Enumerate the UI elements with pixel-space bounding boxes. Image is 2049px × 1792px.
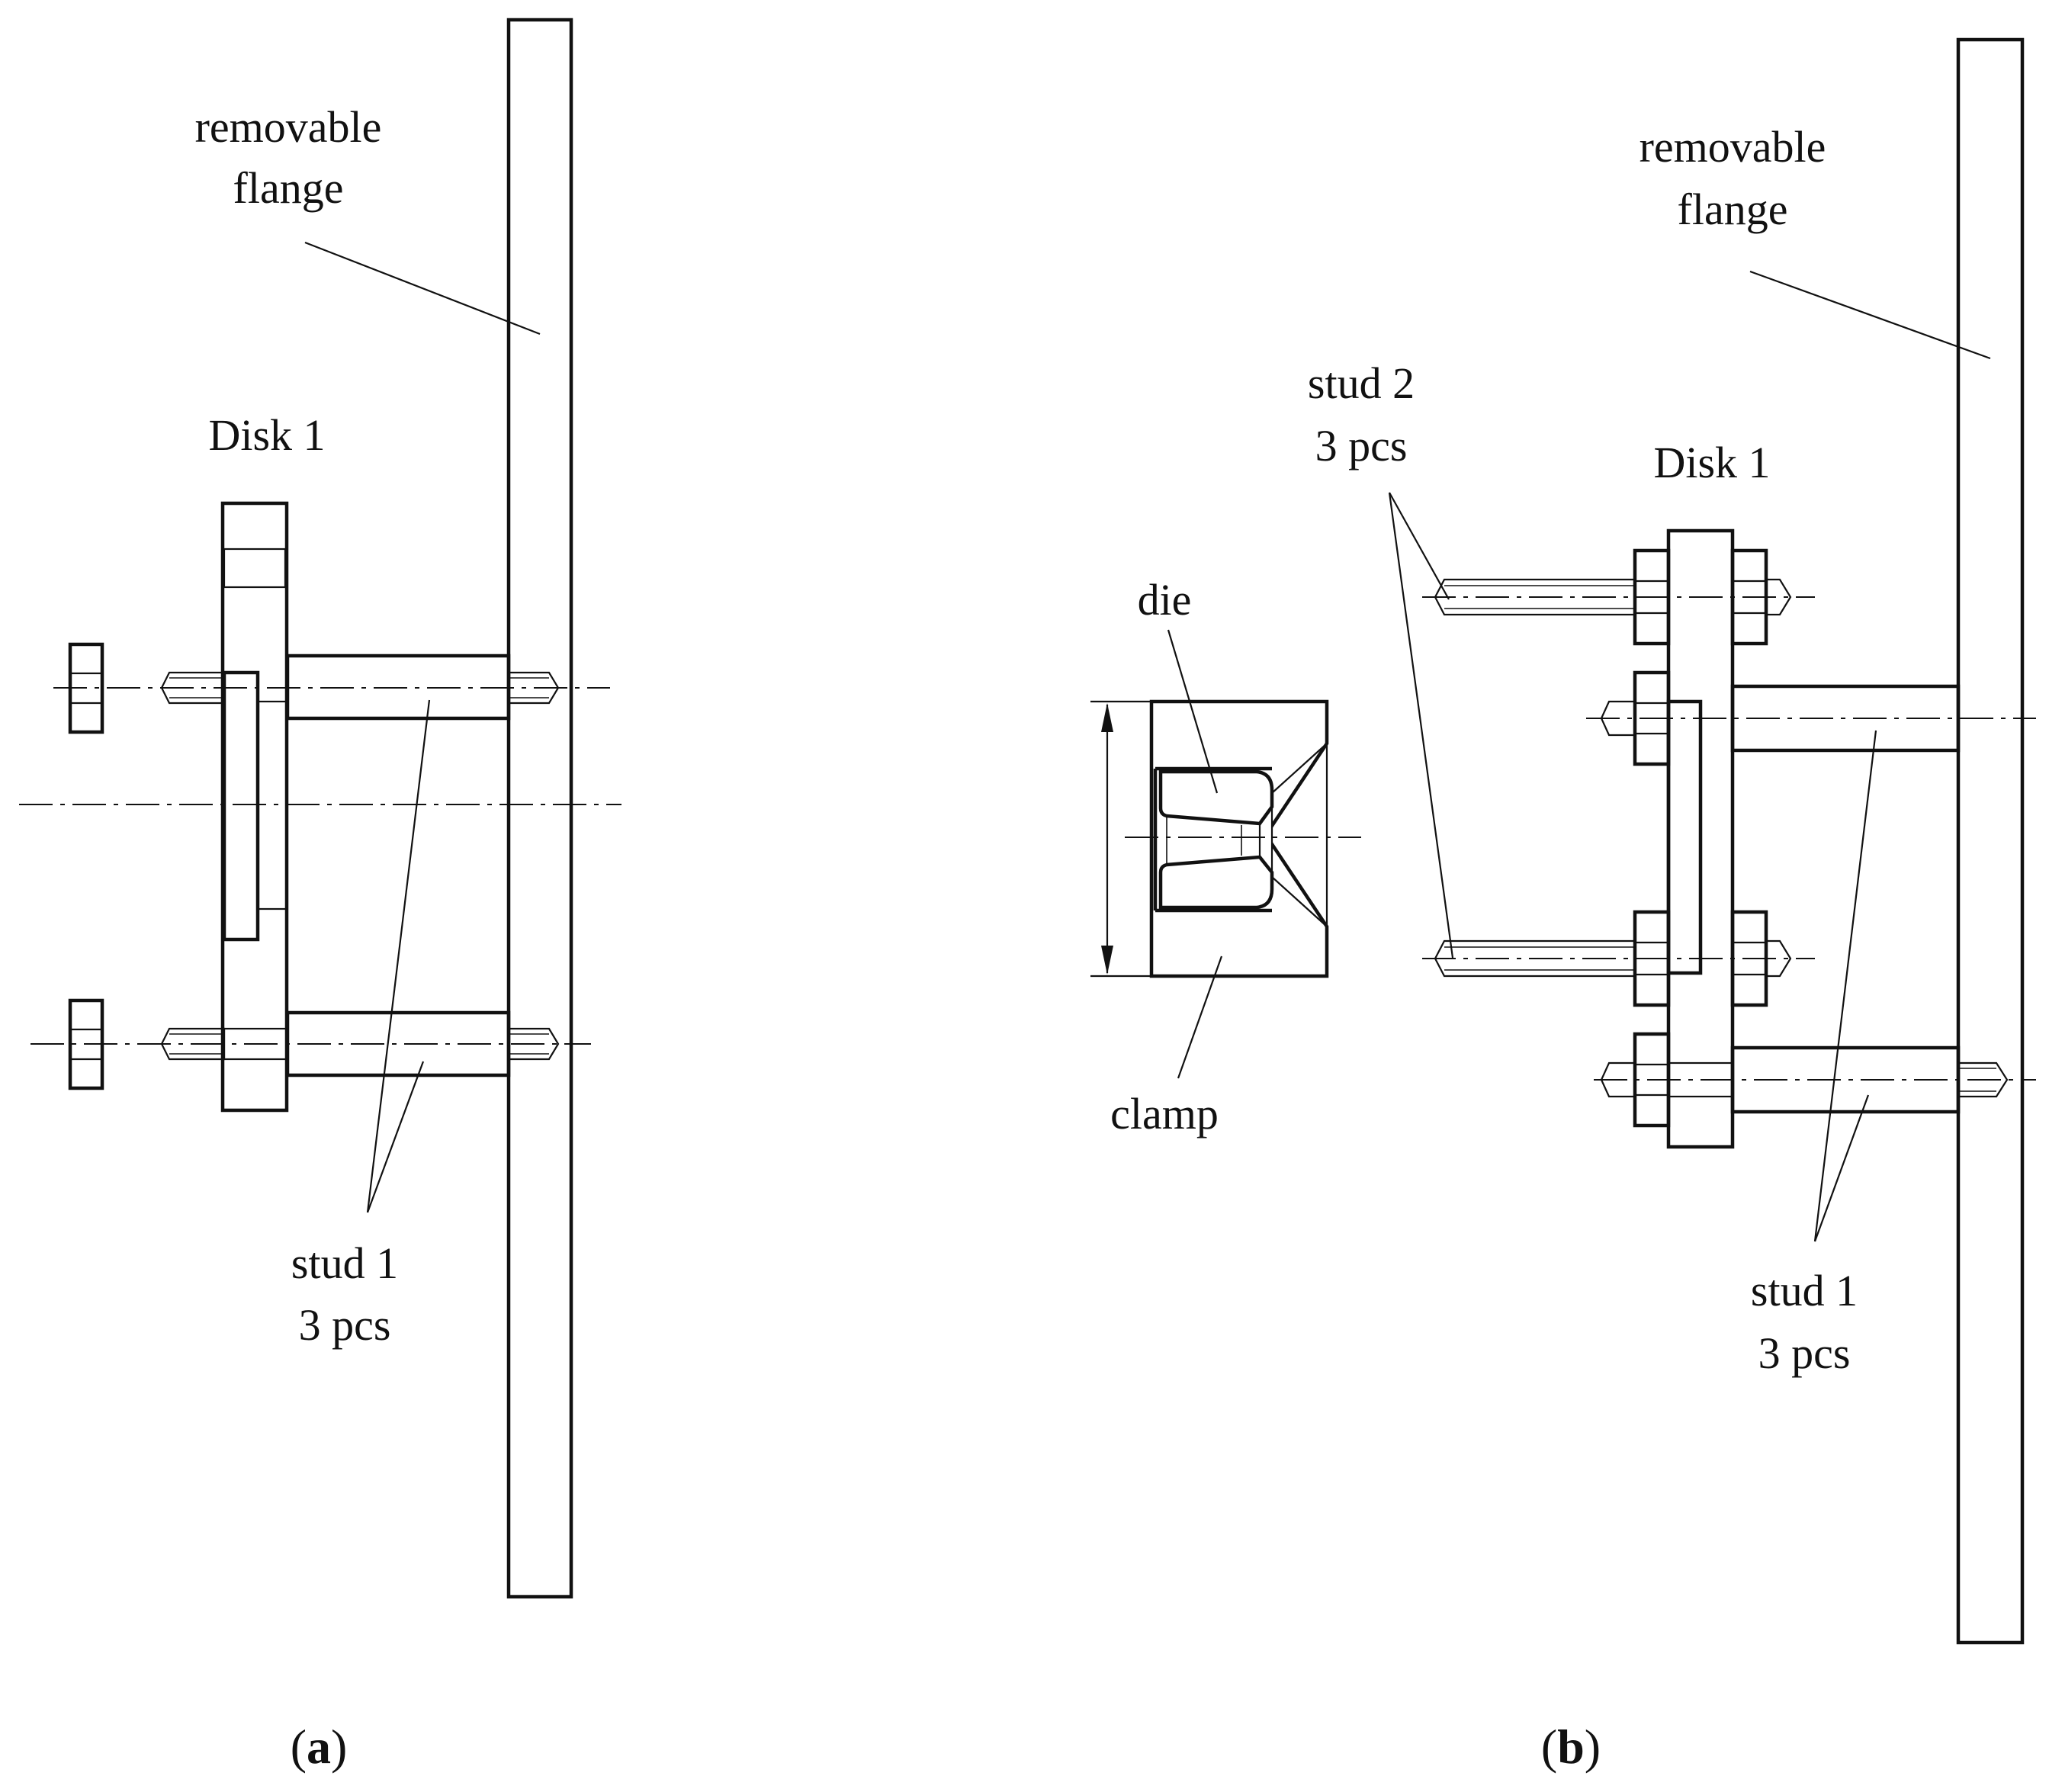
stud-1-upper-a — [53, 654, 610, 721]
caption-a: (a) — [291, 1720, 348, 1774]
stud-2-lower-b — [1422, 910, 1815, 1007]
leader-flange-b — [1749, 270, 1991, 360]
label-stud-1-qty-b: 3 pcs — [1758, 1328, 1851, 1378]
leader-stud1-lower-a — [366, 1061, 425, 1213]
leader-clamp — [1177, 955, 1223, 1079]
dimension-clamp — [1090, 700, 1153, 978]
clamp — [1149, 699, 1329, 978]
label-stud-1-b: stud 1 — [1751, 1266, 1858, 1315]
leader-stud1-lower-b — [1813, 1094, 1870, 1242]
label-disk-1-a: Disk 1 — [208, 410, 325, 460]
label-removable-a: removable — [195, 102, 382, 152]
disk-1-b — [1666, 528, 1735, 1149]
leader-stud1-upper-a — [366, 699, 431, 1213]
label-flange-b: flange — [1678, 185, 1788, 234]
removable-flange-b — [1956, 37, 2025, 1645]
stud-2-upper-b — [1422, 548, 1815, 646]
label-flange-a: flange — [233, 163, 344, 213]
caption-b: (b) — [1541, 1720, 1601, 1774]
label-stud-1-qty-a: 3 pcs — [299, 1300, 391, 1350]
leader-stud1-upper-b — [1813, 730, 1877, 1242]
label-stud-2: stud 2 — [1308, 358, 1415, 408]
leader-flange-a — [304, 241, 541, 336]
stud-1-lower-a — [31, 1010, 591, 1077]
nut-upper-a — [68, 642, 104, 734]
nut-lower-a — [68, 998, 104, 1090]
label-stud-1-a: stud 1 — [291, 1238, 398, 1288]
panel-b: removable flange stud 2 3 pcs Disk 1 die… — [1090, 37, 2036, 1774]
removable-flange-a — [506, 18, 573, 1599]
label-die: die — [1138, 575, 1192, 625]
stud-1-upper-b — [1586, 670, 2036, 766]
disk-1-a — [220, 501, 289, 1113]
label-clamp: clamp — [1110, 1089, 1219, 1138]
panel-a: removable flange Disk 1 stud 1 3 pcs (a) — [19, 18, 621, 1774]
stud-1-lower-b — [1594, 1032, 2036, 1128]
die — [1158, 769, 1274, 910]
leader-stud2-lower-b — [1388, 492, 1454, 959]
label-stud-2-qty: 3 pcs — [1315, 421, 1408, 470]
leader-die — [1167, 629, 1219, 794]
leader-stud2-upper-b — [1389, 492, 1450, 600]
label-disk-1-b: Disk 1 — [1653, 438, 1770, 487]
label-removable-b: removable — [1640, 122, 1826, 172]
